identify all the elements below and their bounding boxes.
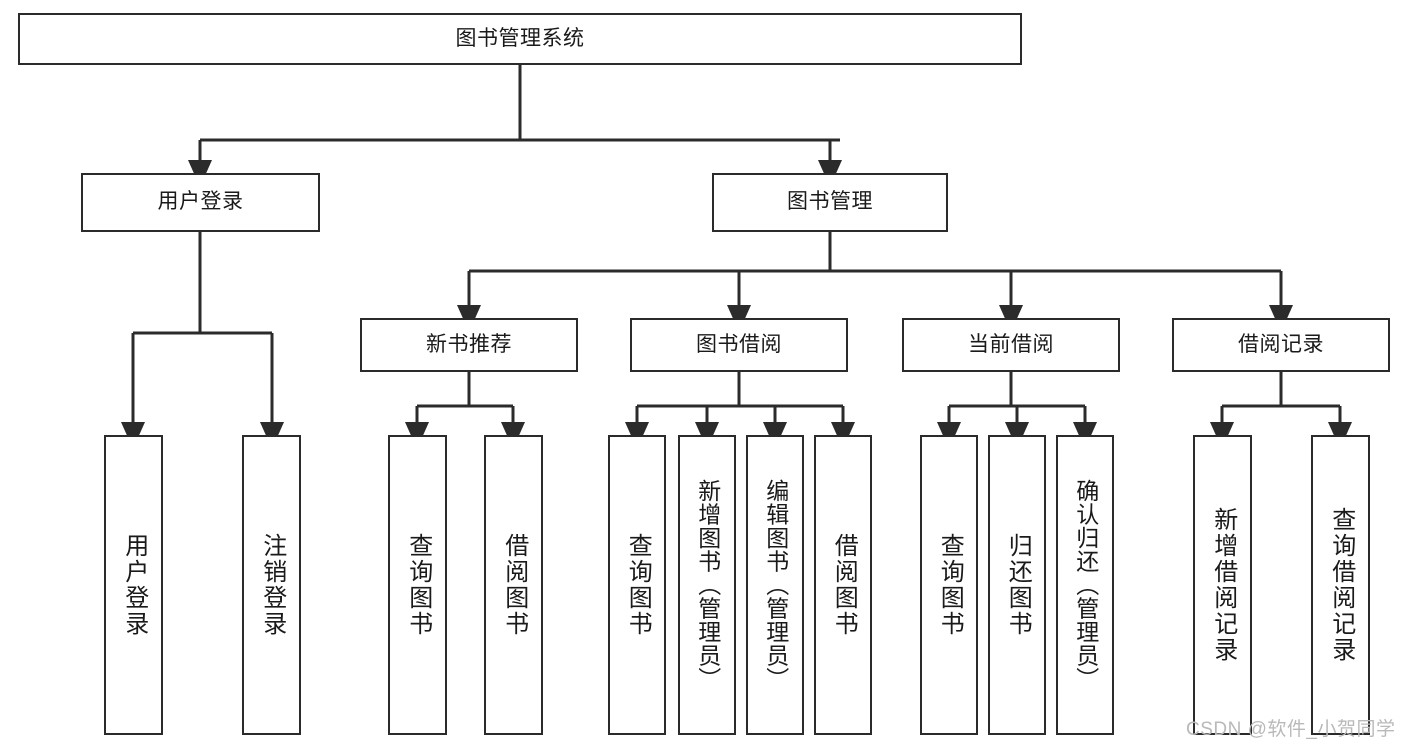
node-root[interactable]: 图书管理系统: [18, 13, 1022, 65]
node-leaf-edit-book-admin-label: 编辑图书（管理员）: [762, 479, 789, 691]
node-leaf-borrow-book-2[interactable]: 借阅图书: [814, 435, 872, 735]
node-leaf-query-borrow-record-label: 查询借阅记录: [1327, 507, 1355, 663]
node-user-login[interactable]: 用户登录: [81, 173, 320, 232]
node-leaf-logout[interactable]: 注销登录: [242, 435, 301, 735]
watermark: CSDN @软件_小贺同学: [1186, 719, 1396, 740]
node-current-borrow[interactable]: 当前借阅: [902, 318, 1120, 372]
node-leaf-query-book-1[interactable]: 查询图书: [388, 435, 447, 735]
node-user-login-label: 用户登录: [157, 190, 244, 214]
node-leaf-edit-book-admin[interactable]: 编辑图书（管理员）: [746, 435, 804, 735]
node-leaf-borrow-book-2-label: 借阅图书: [830, 533, 858, 637]
node-leaf-return-book-label: 归还图书: [1004, 533, 1032, 637]
node-leaf-add-book-admin-label: 新增图书（管理员）: [694, 479, 721, 691]
node-leaf-borrow-book-1[interactable]: 借阅图书: [484, 435, 543, 735]
node-leaf-query-book-2[interactable]: 查询图书: [608, 435, 666, 735]
node-leaf-add-borrow-record[interactable]: 新增借阅记录: [1193, 435, 1252, 735]
node-root-label: 图书管理系统: [455, 26, 585, 50]
node-leaf-query-book-3[interactable]: 查询图书: [920, 435, 978, 735]
node-leaf-add-book-admin[interactable]: 新增图书（管理员）: [678, 435, 736, 735]
node-leaf-add-borrow-record-label: 新增借阅记录: [1209, 507, 1237, 663]
node-leaf-confirm-return-admin-label: 确认归还（管理员）: [1072, 479, 1099, 691]
node-new-book-recommend[interactable]: 新书推荐: [360, 318, 578, 372]
node-leaf-return-book[interactable]: 归还图书: [988, 435, 1046, 735]
node-borrow-record-label: 借阅记录: [1238, 332, 1324, 356]
node-leaf-user-login[interactable]: 用户登录: [104, 435, 163, 735]
node-book-management-label: 图书管理: [787, 190, 873, 214]
node-current-borrow-label: 当前借阅: [968, 332, 1054, 356]
node-book-management[interactable]: 图书管理: [712, 173, 948, 232]
node-leaf-query-book-3-label: 查询图书: [936, 533, 964, 637]
node-leaf-user-login-label: 用户登录: [120, 533, 148, 637]
node-leaf-query-book-2-label: 查询图书: [624, 533, 652, 637]
node-book-borrow-label: 图书借阅: [696, 332, 782, 356]
node-leaf-borrow-book-1-label: 借阅图书: [500, 533, 528, 637]
node-leaf-logout-label: 注销登录: [258, 533, 286, 637]
node-book-borrow[interactable]: 图书借阅: [630, 318, 848, 372]
node-new-book-recommend-label: 新书推荐: [426, 332, 512, 356]
node-leaf-confirm-return-admin[interactable]: 确认归还（管理员）: [1056, 435, 1114, 735]
node-leaf-query-borrow-record[interactable]: 查询借阅记录: [1311, 435, 1370, 735]
node-leaf-query-book-1-label: 查询图书: [404, 533, 432, 637]
node-borrow-record[interactable]: 借阅记录: [1172, 318, 1390, 372]
